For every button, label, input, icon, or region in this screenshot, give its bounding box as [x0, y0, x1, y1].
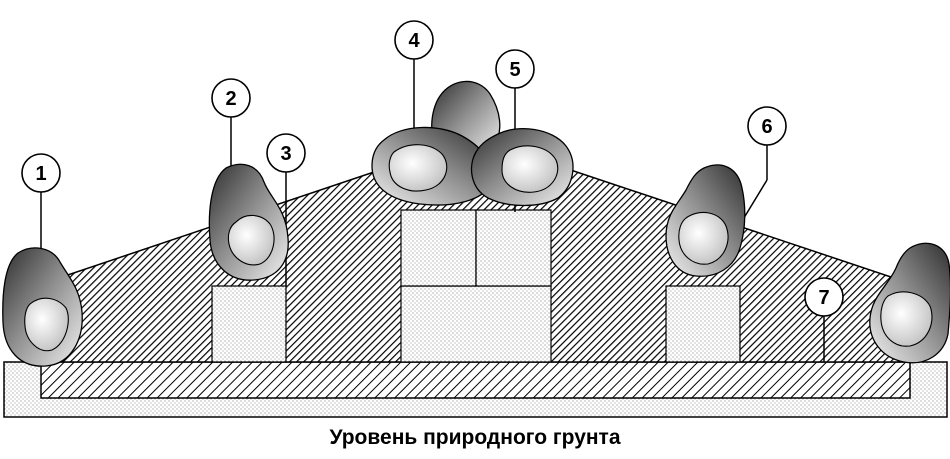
callout-7: 7 — [804, 277, 844, 317]
base-hatched-layer — [40, 361, 911, 399]
ground-level-caption: Уровень природного грунта — [329, 426, 621, 449]
callout-1-label: 1 — [35, 163, 46, 185]
callout-5-label: 5 — [509, 59, 520, 81]
boulder-right-outer — [869, 242, 950, 364]
callout-2-label: 2 — [225, 88, 236, 110]
boulder-top-right — [470, 128, 574, 207]
callout-6-label: 6 — [761, 116, 772, 138]
callout-4-label: 4 — [408, 30, 420, 52]
callout-3: 3 — [266, 133, 306, 173]
callout-2: 2 — [211, 78, 251, 118]
callout-1: 1 — [21, 153, 61, 193]
block-center-top-left — [400, 209, 477, 287]
block-center-bottom — [400, 285, 552, 363]
callout-4: 4 — [394, 20, 434, 60]
callout-5: 5 — [495, 49, 535, 89]
callout-6: 6 — [747, 106, 787, 146]
block-right — [665, 285, 741, 363]
callout-7-label: 7 — [818, 287, 829, 309]
callout-3-label: 3 — [280, 143, 291, 165]
boulder-left-inner — [208, 163, 289, 281]
boulder-left-outer — [2, 247, 83, 367]
block-center-top-right — [475, 209, 552, 287]
boulder-top-left — [371, 126, 493, 206]
boulder-right-inner — [665, 164, 746, 277]
block-left — [211, 285, 287, 363]
